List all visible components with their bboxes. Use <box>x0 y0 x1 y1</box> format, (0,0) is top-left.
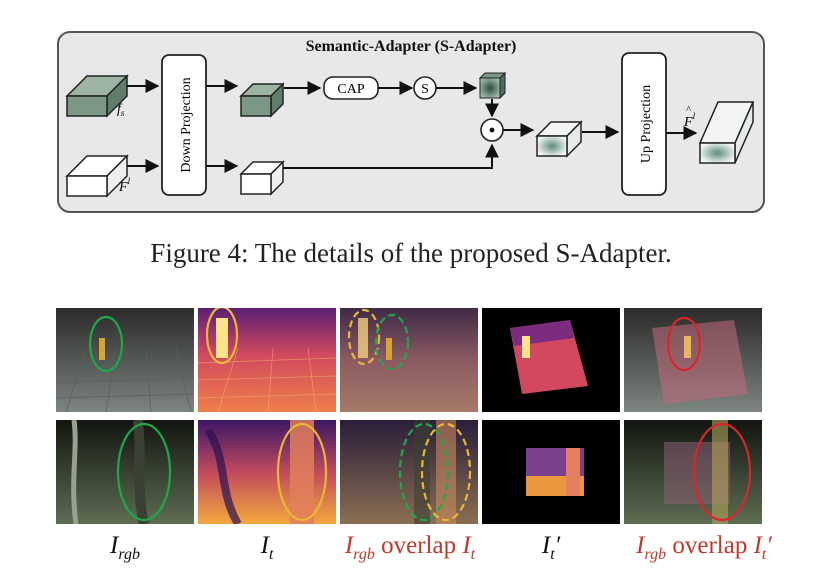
warped-thermal-image-row1 <box>482 308 620 412</box>
label-overlap: Irgb overlap It <box>344 532 476 563</box>
svg-text:^: ^ <box>686 104 692 116</box>
label-warped-thermal: It′ <box>541 532 561 563</box>
up-projection-label: Up Projection <box>639 85 654 163</box>
warped-overlap-image-row1 <box>624 308 762 412</box>
down-projection-label: Down Projection <box>179 77 194 172</box>
rgb-image-row2 <box>56 420 194 524</box>
input-feature-label: Fl <box>118 176 131 195</box>
output-feature-cuboid <box>698 101 755 164</box>
down-projection-block <box>161 54 207 196</box>
weighted-feature-cuboid <box>535 120 583 158</box>
input-semantic-label: fs <box>117 102 125 118</box>
input-feature-cuboid <box>65 154 129 198</box>
diagram-title: Semantic-Adapter (S-Adapter) <box>306 38 517 55</box>
reduced-feature-cuboid <box>239 160 285 196</box>
thermal-image-row2 <box>198 420 336 524</box>
label-rgb: Irgb <box>110 532 140 563</box>
up-projection-block <box>621 52 667 196</box>
semantic-feature-cuboid <box>65 74 129 118</box>
thermal-image-row1 <box>198 308 336 412</box>
s-adapter-diagram: Semantic-Adapter (S-Adapter) fs Fl Down … <box>57 31 765 213</box>
overlap-image-row1 <box>340 308 478 412</box>
attention-map-cube <box>478 71 507 100</box>
warped-overlap-image-row2 <box>624 420 762 524</box>
overlap-image-row2 <box>340 420 478 524</box>
label-thermal: It <box>260 532 274 563</box>
cap-label: CAP <box>337 82 364 97</box>
rgb-image-row1 <box>56 308 194 412</box>
sigmoid-label: S <box>421 82 429 97</box>
output-feature-label: Fl <box>683 111 696 130</box>
reduced-semantic-cuboid <box>239 82 285 118</box>
label-warped-overlap: Irgb overlap It′ <box>636 532 772 563</box>
warped-thermal-image-row2 <box>482 420 620 524</box>
image-grid <box>56 308 764 528</box>
figure-4-caption: Figure 4: The details of the proposed S-… <box>150 238 672 268</box>
